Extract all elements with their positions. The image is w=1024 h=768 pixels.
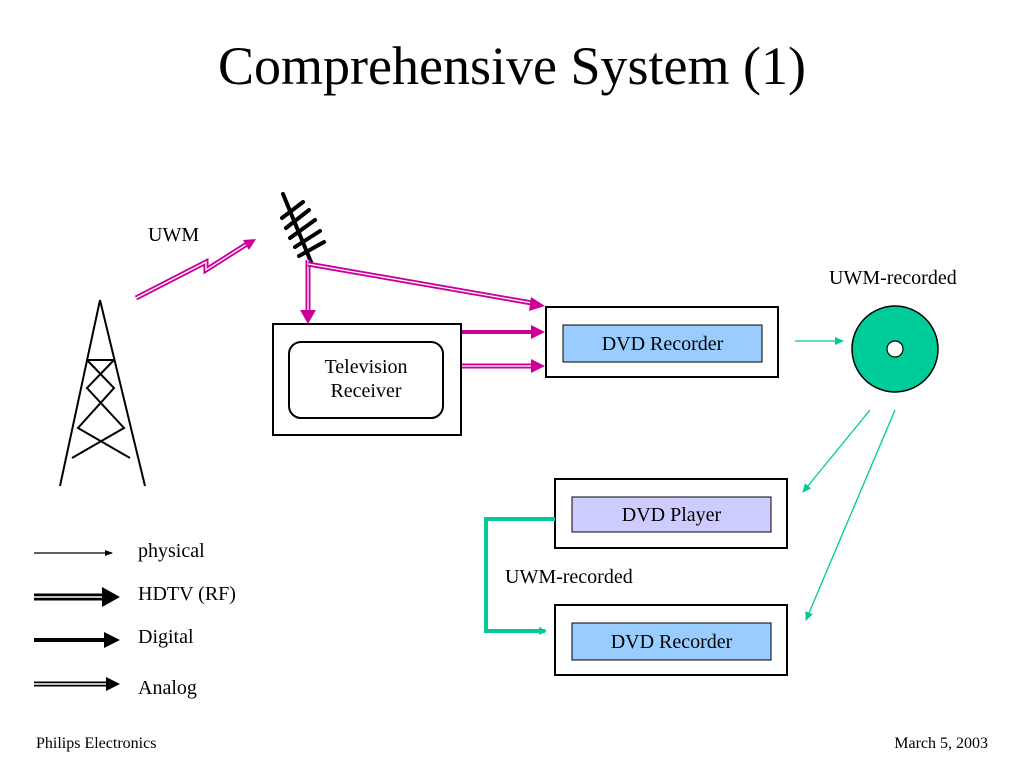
receiver-analog-arrow [462, 359, 545, 373]
television-receiver-line2: Receiver [330, 380, 402, 402]
uwm-signal-arrow [134, 239, 256, 301]
legend-analog-line [34, 677, 120, 691]
page-title: Comprehensive System (1) [218, 36, 806, 96]
uwm-recorded-bottom-label: UWM-recorded [505, 566, 633, 588]
uwm-label: UWM [148, 224, 200, 246]
disc-icon [851, 305, 939, 393]
dvd-player-panel [571, 496, 772, 533]
dvd-recorder-bottom-label: DVD Recorder [610, 631, 733, 653]
legend-physical-label: physical [138, 540, 205, 562]
disc-to-recorder-arrow [805, 409, 896, 621]
broadcast-tower-icon [59, 299, 146, 487]
receiver-digital-arrow [462, 325, 545, 339]
television-receiver-line1: Television [324, 356, 408, 378]
dvd-recorder-top-panel [562, 324, 763, 363]
footer-left: Philips Electronics [36, 735, 157, 752]
disc-to-player-arrow [802, 409, 871, 493]
television-receiver-label: Television Receiver [289, 355, 443, 403]
dvd-player-label: DVD Player [621, 504, 722, 526]
uwm-recorded-top-label: UWM-recorded [829, 267, 957, 289]
legend-hdtv-line [34, 587, 120, 607]
dvd-recorder-top-label: DVD Recorder [601, 333, 724, 355]
antenna-to-receiver-arrow [300, 260, 316, 324]
legend-analog-label: Analog [138, 677, 197, 699]
legend-digital-label: Digital [138, 626, 194, 648]
television-receiver-inner [288, 341, 444, 419]
player-to-recorder-arrow [484, 517, 555, 635]
dvd-recorder-bottom-panel [571, 622, 772, 661]
antenna-icon [280, 192, 326, 264]
legend-digital-line [34, 632, 120, 648]
antenna-to-recorder-arrow [307, 261, 545, 311]
footer-right: March 5, 2003 [894, 735, 988, 752]
legend-hdtv-label: HDTV (RF) [138, 583, 236, 605]
